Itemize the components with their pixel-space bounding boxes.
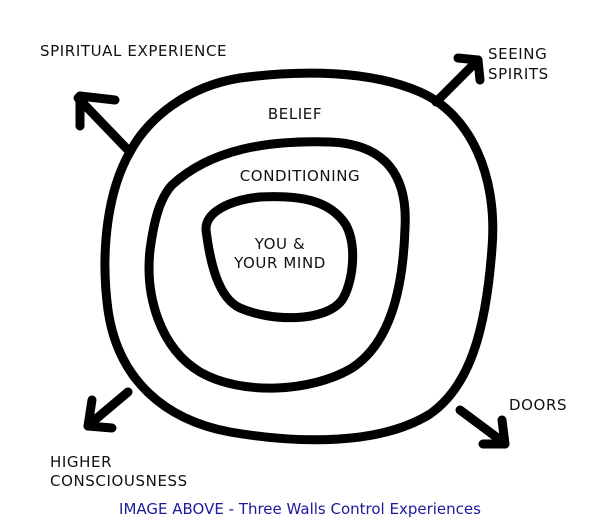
label-consciousness: CONSCIOUSNESS	[50, 472, 188, 490]
label-spirits: SPIRITS	[488, 65, 549, 83]
middle-wall-ring	[144, 137, 410, 393]
arrow-doors	[455, 405, 510, 449]
arrow-seeing-spirits	[431, 53, 485, 107]
label-your-mind: YOUR MIND	[234, 254, 326, 272]
label-doors: DOORS	[509, 396, 568, 414]
arrow-spiritual-experience	[73, 91, 133, 155]
outer-wall-ring	[100, 68, 498, 445]
label-conditioning: CONDITIONING	[239, 167, 361, 185]
inner-wall-ring	[201, 192, 358, 323]
label-higher: HIGHER	[50, 453, 113, 471]
label-belief: BELIEF	[267, 105, 323, 123]
label-spiritual-experience: SPIRITUAL EXPERIENCE	[40, 42, 228, 60]
image-caption: IMAGE ABOVE - Three Walls Control Experi…	[119, 500, 481, 518]
label-you: YOU &	[254, 235, 306, 253]
label-seeing: SEEING	[488, 45, 548, 63]
arrow-higher-consciousness	[83, 387, 133, 433]
